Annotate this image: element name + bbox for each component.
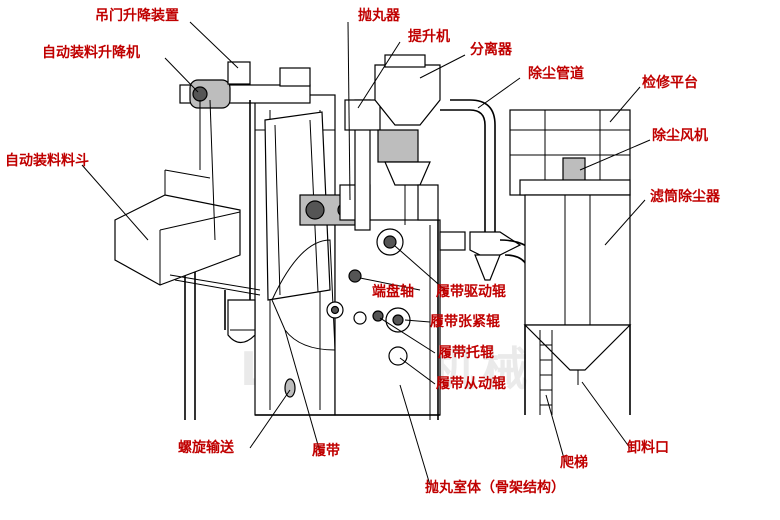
leader-tension-roller [404, 319, 431, 323]
screw-conveyor-inlet [284, 378, 296, 398]
label-chamber-body: 抛丸室体（骨架结构） [425, 479, 565, 496]
label-separator: 分离器 [470, 41, 513, 58]
leader-collector [604, 199, 646, 246]
labels: 吊门升降装置 自动装料升降机 自动装料料斗 抛丸器 提升机 分离器 除尘管道 检… [5, 7, 721, 496]
dust-pipe-upper [440, 109, 486, 235]
leader-door-lift [189, 21, 239, 69]
label-cartridge-collector: 滤筒除尘器 [650, 188, 721, 205]
track-support-roller-disc [388, 346, 408, 366]
leader-loader-hopper [81, 164, 149, 241]
maintenance-platform-deck [519, 179, 631, 196]
leader-chamber-body [399, 384, 431, 486]
chamber-door [264, 111, 331, 301]
label-track-support-roller: 履带托辊 [438, 344, 494, 361]
leader-drive-roller [394, 245, 446, 291]
lift-assembly [179, 61, 311, 300]
separator-top [384, 54, 426, 68]
label-end-disc-shaft: 端盘轴 [372, 283, 414, 300]
hopper-body [114, 194, 241, 286]
dust-pipe [439, 99, 541, 300]
label-door-lift: 吊门升降装置 [95, 7, 179, 24]
leader-screw-conveyor [249, 389, 291, 449]
leader-lines [81, 21, 651, 486]
label-blaster: 抛丸器 [358, 7, 401, 24]
leader-elevator [357, 41, 401, 109]
door-lift-gearbox [227, 61, 251, 85]
leader-platform [609, 86, 641, 123]
label-track-tension-roller: 履带张紧辊 [430, 313, 500, 330]
pipe-drop [474, 254, 501, 281]
pipe-elbow [469, 231, 522, 261]
loader-hopper [114, 169, 261, 296]
label-elevator: 提升机 [408, 28, 450, 45]
leader-dust-fan [579, 139, 651, 171]
label-maintenance-platform: 检修平台 [642, 74, 698, 91]
leader-end-disc-shaft [359, 277, 421, 291]
door-lift-motor [279, 67, 311, 87]
collector-body [524, 194, 631, 326]
label-dust-fan: 除尘风机 [652, 127, 708, 144]
screw-conveyor-housing [227, 299, 256, 344]
end-disc-shaft-hub [348, 269, 362, 283]
label-dust-pipe: 除尘管道 [528, 65, 584, 82]
label-track: 履带 [312, 442, 340, 459]
leader-track [284, 329, 321, 453]
dust-fan-motor [562, 157, 586, 184]
pipe-flange-left [439, 231, 466, 251]
leader-ladder [545, 394, 566, 463]
separator-hopper [377, 129, 419, 163]
leader-support-roller [379, 317, 436, 354]
elevator-separator [344, 54, 441, 231]
leader-loader-lift [164, 57, 199, 93]
label-track-driven-roller: 履带从动辊 [436, 375, 506, 392]
separator-body [374, 64, 441, 126]
label-discharge-port: 卸料口 [627, 439, 669, 456]
elevator-head [344, 99, 381, 131]
label-track-drive-roller: 履带驱动辊 [436, 283, 506, 300]
label-ladder: 爬梯 [560, 454, 588, 471]
leader-blaster [347, 21, 351, 201]
label-screw-conveyor: 螺旋输送 [178, 439, 235, 456]
track-curve [271, 239, 336, 351]
leader-driven-roller [399, 357, 436, 385]
leader-dust-pipe [477, 77, 521, 109]
dust-collector [509, 109, 632, 415]
label-auto-loader-lift: 自动装料升降机 [42, 44, 140, 61]
label-auto-loader-hopper: 自动装料料斗 [5, 152, 89, 169]
collector-hopper [523, 324, 632, 371]
leader-discharge-port [581, 381, 631, 449]
leader-separator [419, 54, 466, 79]
